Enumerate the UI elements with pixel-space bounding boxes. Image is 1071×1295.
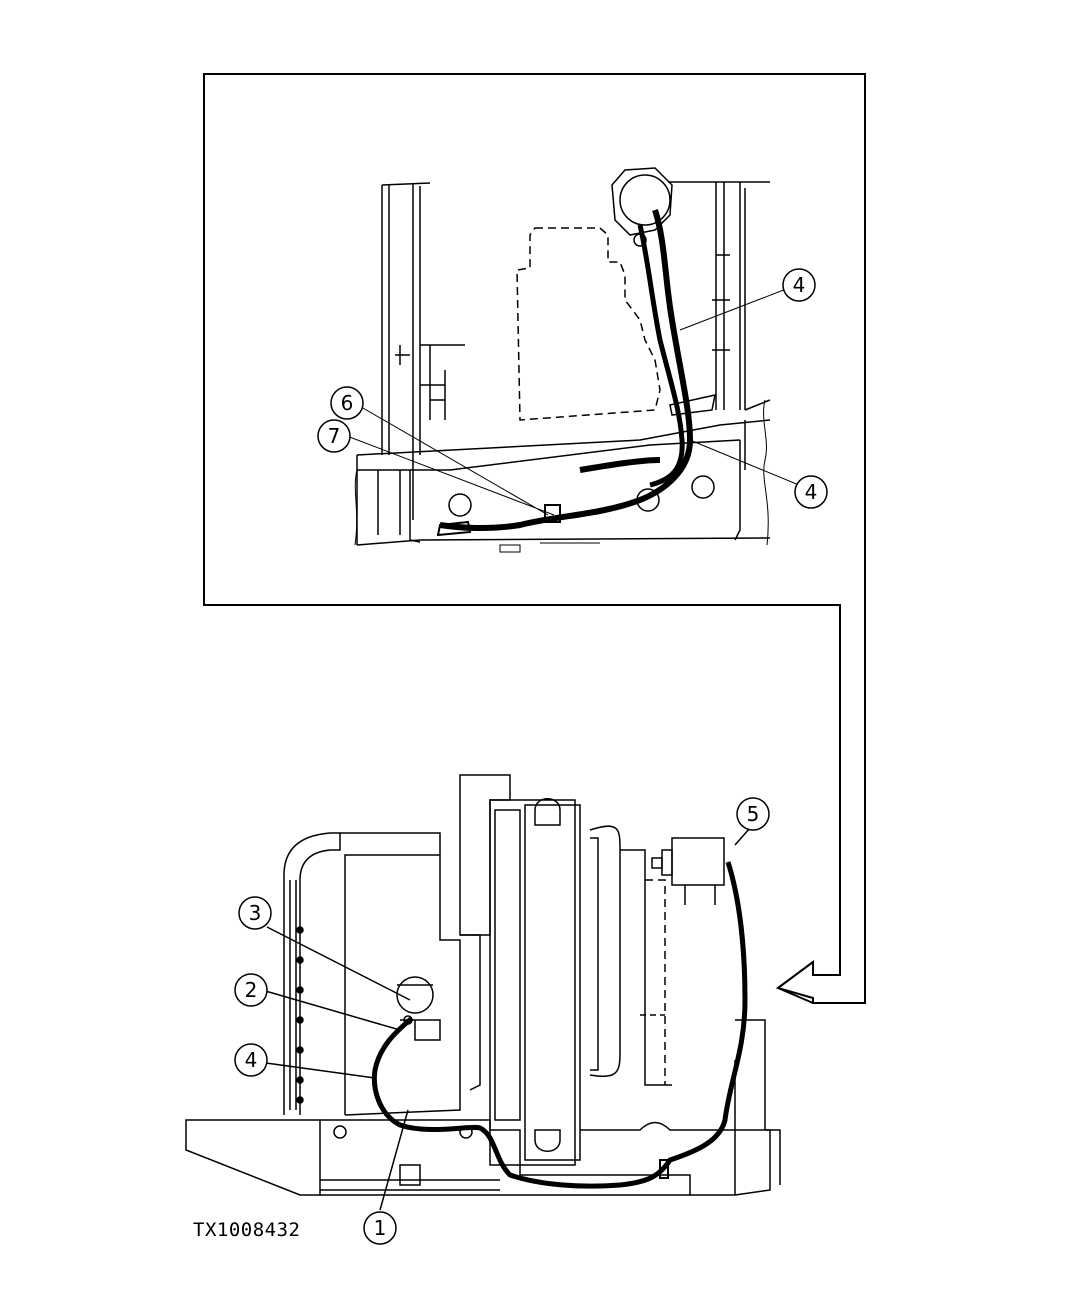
main-view [185, 774, 781, 1196]
callout-7: 7 [328, 424, 341, 448]
detail-arrow [777, 961, 814, 1004]
detail-view [346, 167, 812, 553]
callout-3: 3 [249, 901, 262, 925]
callout-4-upper-a: 4 [793, 273, 806, 297]
callout-4-lower: 4 [245, 1048, 258, 1072]
figure-id-label: TX1008432 [193, 1219, 301, 1241]
starter-motor [396, 976, 441, 1041]
harness-detail [439, 209, 694, 532]
callout-6: 6 [341, 391, 354, 415]
callout-4-upper-b: 4 [805, 480, 818, 504]
callouts: 1 3 2 4 5 4 4 6 7 [234, 268, 828, 1245]
alternator-detail [611, 167, 673, 247]
harness-main [371, 861, 748, 1189]
callout-1: 1 [374, 1216, 387, 1240]
callout-5: 5 [747, 802, 760, 826]
alternator-main [651, 837, 725, 905]
callout-2: 2 [245, 978, 258, 1002]
